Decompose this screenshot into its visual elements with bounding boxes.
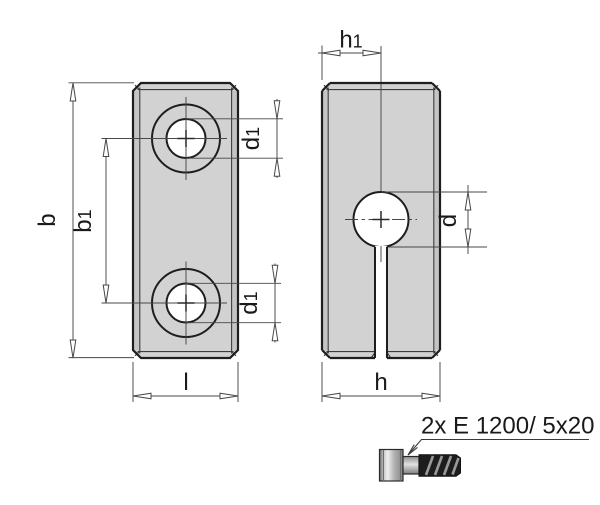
front-view-plate xyxy=(131,81,240,360)
socket-head-cap-screw xyxy=(378,448,461,482)
dimension-label-h1: h1 xyxy=(339,27,362,54)
dimension-h: h xyxy=(321,362,441,402)
arrowhead xyxy=(271,264,279,284)
screw-shank xyxy=(402,455,420,475)
plate-chamfer-lines xyxy=(134,84,237,357)
plate-outline xyxy=(131,81,240,360)
dimension-d1-top-hole: d1 xyxy=(186,99,283,178)
side-view-block xyxy=(320,46,442,360)
arrowhead xyxy=(464,228,472,248)
dimension-label-b1: b1 xyxy=(70,209,97,232)
plate-body xyxy=(133,83,238,358)
screw-note-text: 2x E 1200/ 5x20 xyxy=(421,413,594,440)
hole-top-centerlines xyxy=(145,97,227,180)
callout-leader-arrowhead xyxy=(407,444,418,456)
dimension-h1: h1 xyxy=(318,27,382,80)
dimension-label-h: h xyxy=(374,369,387,396)
arrowhead xyxy=(362,49,382,57)
arrowhead xyxy=(69,339,77,359)
block-right-chamfer-face xyxy=(433,91,440,350)
block-outline xyxy=(320,81,442,360)
arrowhead xyxy=(273,100,281,119)
arrowhead xyxy=(271,322,279,342)
arrowhead xyxy=(102,138,110,157)
clamp-slot xyxy=(375,246,387,359)
arrowhead xyxy=(321,392,341,400)
screw-callout: 2x E 1200/ 5x20 xyxy=(407,413,594,456)
arrowhead xyxy=(273,158,281,177)
hole-bottom-centerlines xyxy=(145,261,227,345)
plate-left-chamfer-face xyxy=(133,91,140,350)
arrowhead xyxy=(219,392,239,400)
arrowhead xyxy=(102,284,110,304)
dimension-d1-bottom-hole: d1 xyxy=(186,263,281,343)
dimension-label-d1-bottom: d1 xyxy=(236,291,263,314)
dimension-d: d xyxy=(381,185,487,254)
dimension-b: b xyxy=(34,82,134,359)
arrowhead xyxy=(421,392,441,400)
arrowhead xyxy=(321,49,341,57)
plate-right-chamfer-face xyxy=(231,91,238,350)
screw-thread-stripes xyxy=(424,455,460,476)
callout-leader-line xyxy=(407,438,589,456)
clamp-bore-centerlines xyxy=(345,211,417,228)
arrowhead xyxy=(69,82,77,102)
dimension-label-d1-top: d1 xyxy=(238,127,265,150)
arrowhead xyxy=(464,191,472,211)
clamp-slot-edges xyxy=(374,247,388,358)
dimension-l: l xyxy=(132,362,239,402)
dimension-label-d: d xyxy=(435,214,462,227)
arrowhead xyxy=(132,392,152,400)
dimension-label-l: l xyxy=(183,369,188,396)
dimension-b1: b1 xyxy=(70,138,154,304)
block-left-chamfer-face xyxy=(322,91,329,350)
dimension-label-b: b xyxy=(34,213,61,226)
